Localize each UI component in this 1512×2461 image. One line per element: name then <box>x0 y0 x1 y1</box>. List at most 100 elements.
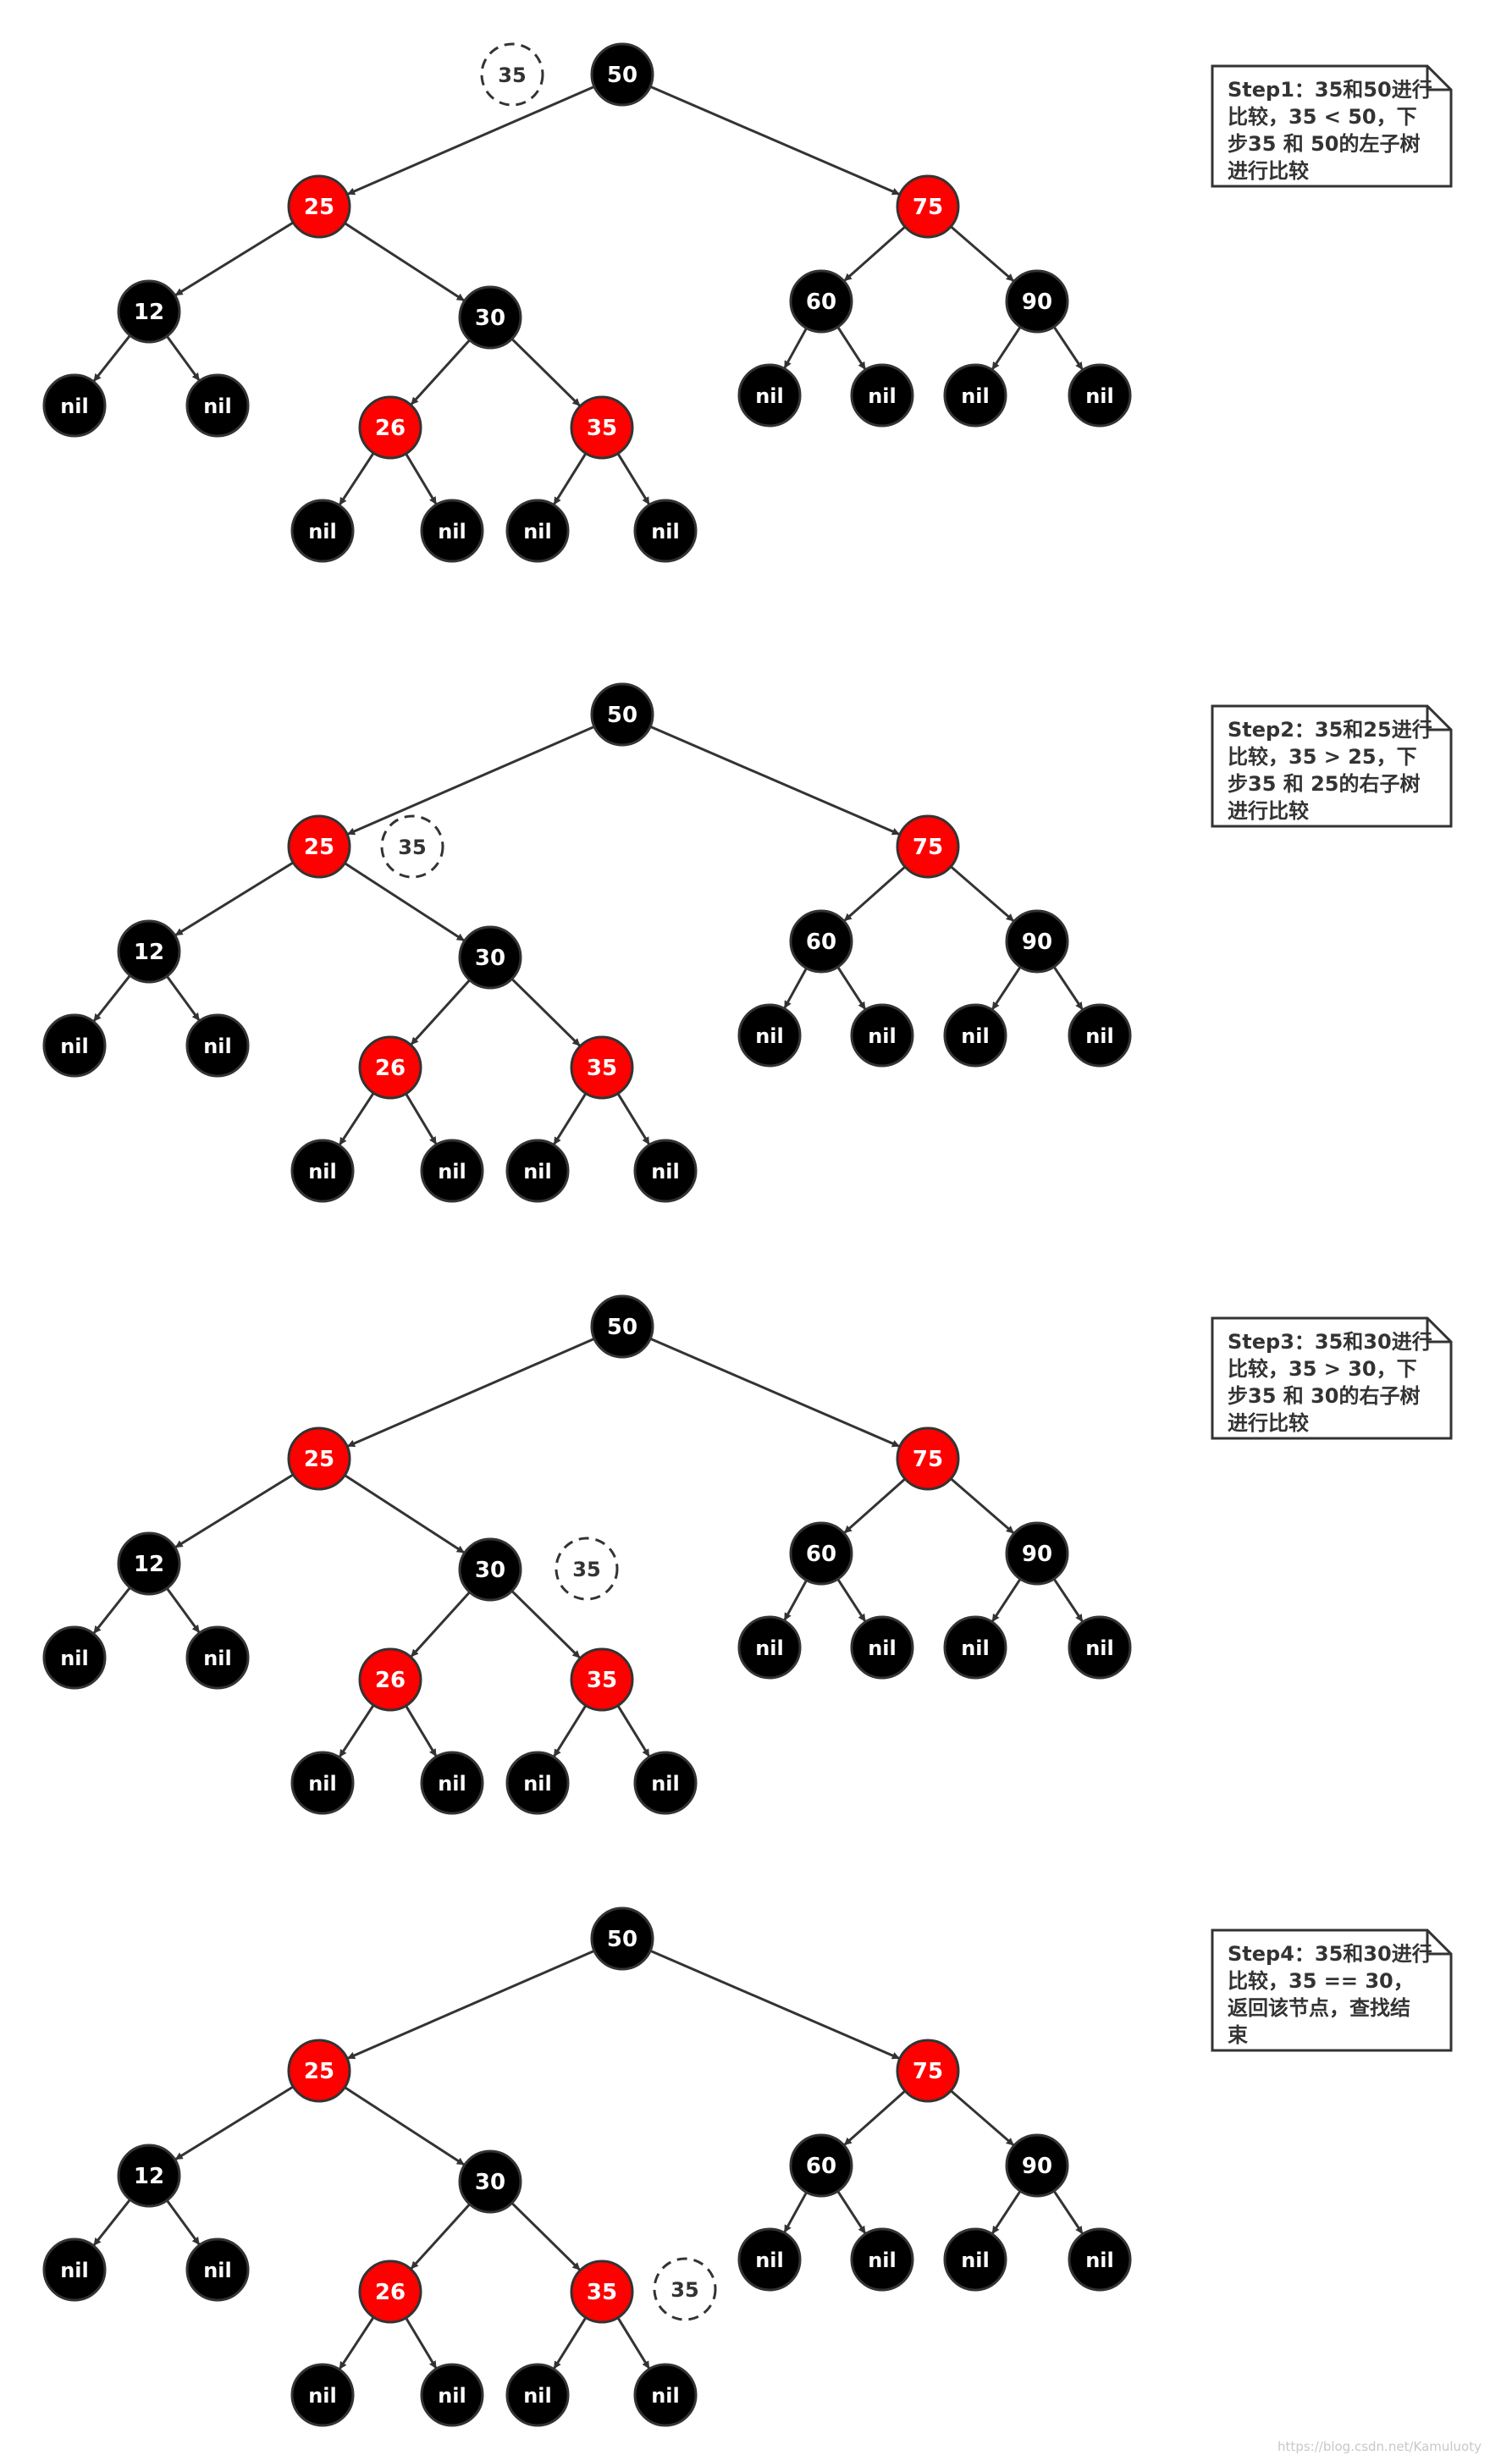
nil-leaf-node: nil <box>1068 1003 1132 1068</box>
nil-leaf-node: nil <box>850 1003 914 1068</box>
tree-edge-n26-nil26L <box>339 1092 375 1145</box>
tree-edge-n30-n35 <box>510 2202 581 2271</box>
tree-node-90: 90 <box>1005 2133 1069 2198</box>
node-circle <box>42 2238 107 2302</box>
node-label: nil <box>308 1160 337 1184</box>
node-circle <box>117 279 181 344</box>
tree-edge-n30-n35 <box>510 1590 581 1659</box>
tree-edge-n35-nil35L <box>553 2316 588 2370</box>
tree-node-30: 30 <box>458 2149 522 2214</box>
tree-edge-n12-nil12L <box>92 1586 131 1634</box>
node-label: nil <box>868 1636 897 1660</box>
tree-node-25: 25 <box>287 1426 351 1491</box>
node-label: 12 <box>134 1552 164 1577</box>
tree-node-12: 12 <box>117 1531 181 1596</box>
nil-leaf-node: nil <box>505 499 570 563</box>
node-circle <box>943 363 1007 428</box>
node-label: 50 <box>607 703 637 728</box>
node-circle <box>850 1003 914 1068</box>
nil-leaf-node: nil <box>185 2238 250 2302</box>
tree-edge-n30-n26 <box>410 979 471 1046</box>
tree-edge-n50-n75 <box>649 1337 900 1448</box>
nil-leaf-node: nil <box>1068 1615 1132 1680</box>
node-circle <box>896 1426 960 1491</box>
tree-edge-n26-nil26R <box>405 1093 438 1145</box>
nil-leaf-node: nil <box>505 1751 570 1815</box>
tree-edge-n26-nil26L <box>339 2316 375 2370</box>
nil-leaf-node: nil <box>943 1003 1007 1068</box>
tree-node-12: 12 <box>117 279 181 344</box>
tree-edge-n50-n25 <box>347 86 595 196</box>
node-label: nil <box>308 1772 337 1796</box>
tree-node-25: 25 <box>287 2039 351 2103</box>
tree-edge-n25-n12 <box>174 1473 295 1548</box>
tree-edge-n12-nil12R <box>166 975 201 1021</box>
node-label: 60 <box>806 2154 836 2179</box>
tree-node-12: 12 <box>117 2144 181 2208</box>
note-line: 比较，35 == 30， <box>1228 1969 1414 1993</box>
node-label: 35 <box>587 1668 617 1693</box>
node-label: nil <box>203 1647 232 1670</box>
node-label: nil <box>961 384 990 408</box>
nil-leaf-node: nil <box>633 1751 698 1815</box>
search-value-circle <box>555 1537 619 1601</box>
node-circle <box>1068 2227 1132 2292</box>
nil-leaf-node: nil <box>290 1139 355 1203</box>
tree-edge-n50-n25 <box>347 726 595 836</box>
node-circle <box>896 174 960 239</box>
node-circle <box>287 2039 351 2103</box>
note-fold-corner <box>1426 706 1451 731</box>
node-circle <box>943 1615 1007 1680</box>
tree-node-60: 60 <box>789 909 853 974</box>
tree-edge-n60-nil60R <box>836 966 867 1010</box>
node-label: nil <box>755 1636 784 1660</box>
tree-edge-n90-nil90L <box>991 326 1022 370</box>
tree-edge-n60-nil60L <box>783 2191 808 2233</box>
tree-edge-n75-n60 <box>843 225 907 282</box>
note-line: 比较，35 > 30，下 <box>1228 1357 1417 1381</box>
note-box <box>1211 64 1453 188</box>
tree-node-30: 30 <box>458 925 522 990</box>
tree-edge-n75-n90 <box>950 2089 1015 2146</box>
tree-edge-n12-nil12L <box>92 334 131 382</box>
node-label: 90 <box>1022 1542 1052 1567</box>
node-label: 25 <box>304 835 334 860</box>
node-label: nil <box>60 395 89 418</box>
nil-leaf-node: nil <box>505 2363 570 2427</box>
node-circle <box>290 1751 355 1815</box>
node-label: 35 <box>587 1056 617 1081</box>
nil-leaf-node: nil <box>420 1751 484 1815</box>
node-label: 25 <box>304 2059 334 2084</box>
node-label: nil <box>651 2384 680 2408</box>
node-label: 75 <box>913 195 943 220</box>
node-circle <box>420 2363 484 2427</box>
nil-leaf-node: nil <box>633 1139 698 1203</box>
tree-edge-n90-nil90L <box>991 1578 1022 1622</box>
tree-node-26: 26 <box>358 2260 422 2324</box>
search-value-circle <box>480 42 544 107</box>
nil-leaf-node: nil <box>185 373 250 438</box>
node-label: nil <box>438 1160 466 1184</box>
node-label: nil <box>203 1035 232 1058</box>
note-line: 进行比较 <box>1228 799 1309 823</box>
node-label: nil <box>868 2249 897 2272</box>
node-circle <box>1005 269 1069 334</box>
tree-node-50: 50 <box>590 682 654 747</box>
node-circle <box>505 499 570 563</box>
nil-leaf-node: nil <box>505 1139 570 1203</box>
nil-leaf-node: nil <box>420 1139 484 1203</box>
search-value-circle <box>380 814 444 879</box>
note-line: Step2：35和25进行 <box>1228 718 1432 742</box>
node-circle <box>505 1139 570 1203</box>
tree-edge-n50-n25 <box>347 1338 595 1448</box>
node-label: nil <box>60 2259 89 2282</box>
node-label: nil <box>651 520 680 544</box>
node-circle <box>505 1751 570 1815</box>
tree-edge-n90-nil90L <box>991 2190 1022 2234</box>
tree-edge-n90-nil90R <box>1052 1578 1084 1623</box>
node-label: nil <box>438 520 466 544</box>
